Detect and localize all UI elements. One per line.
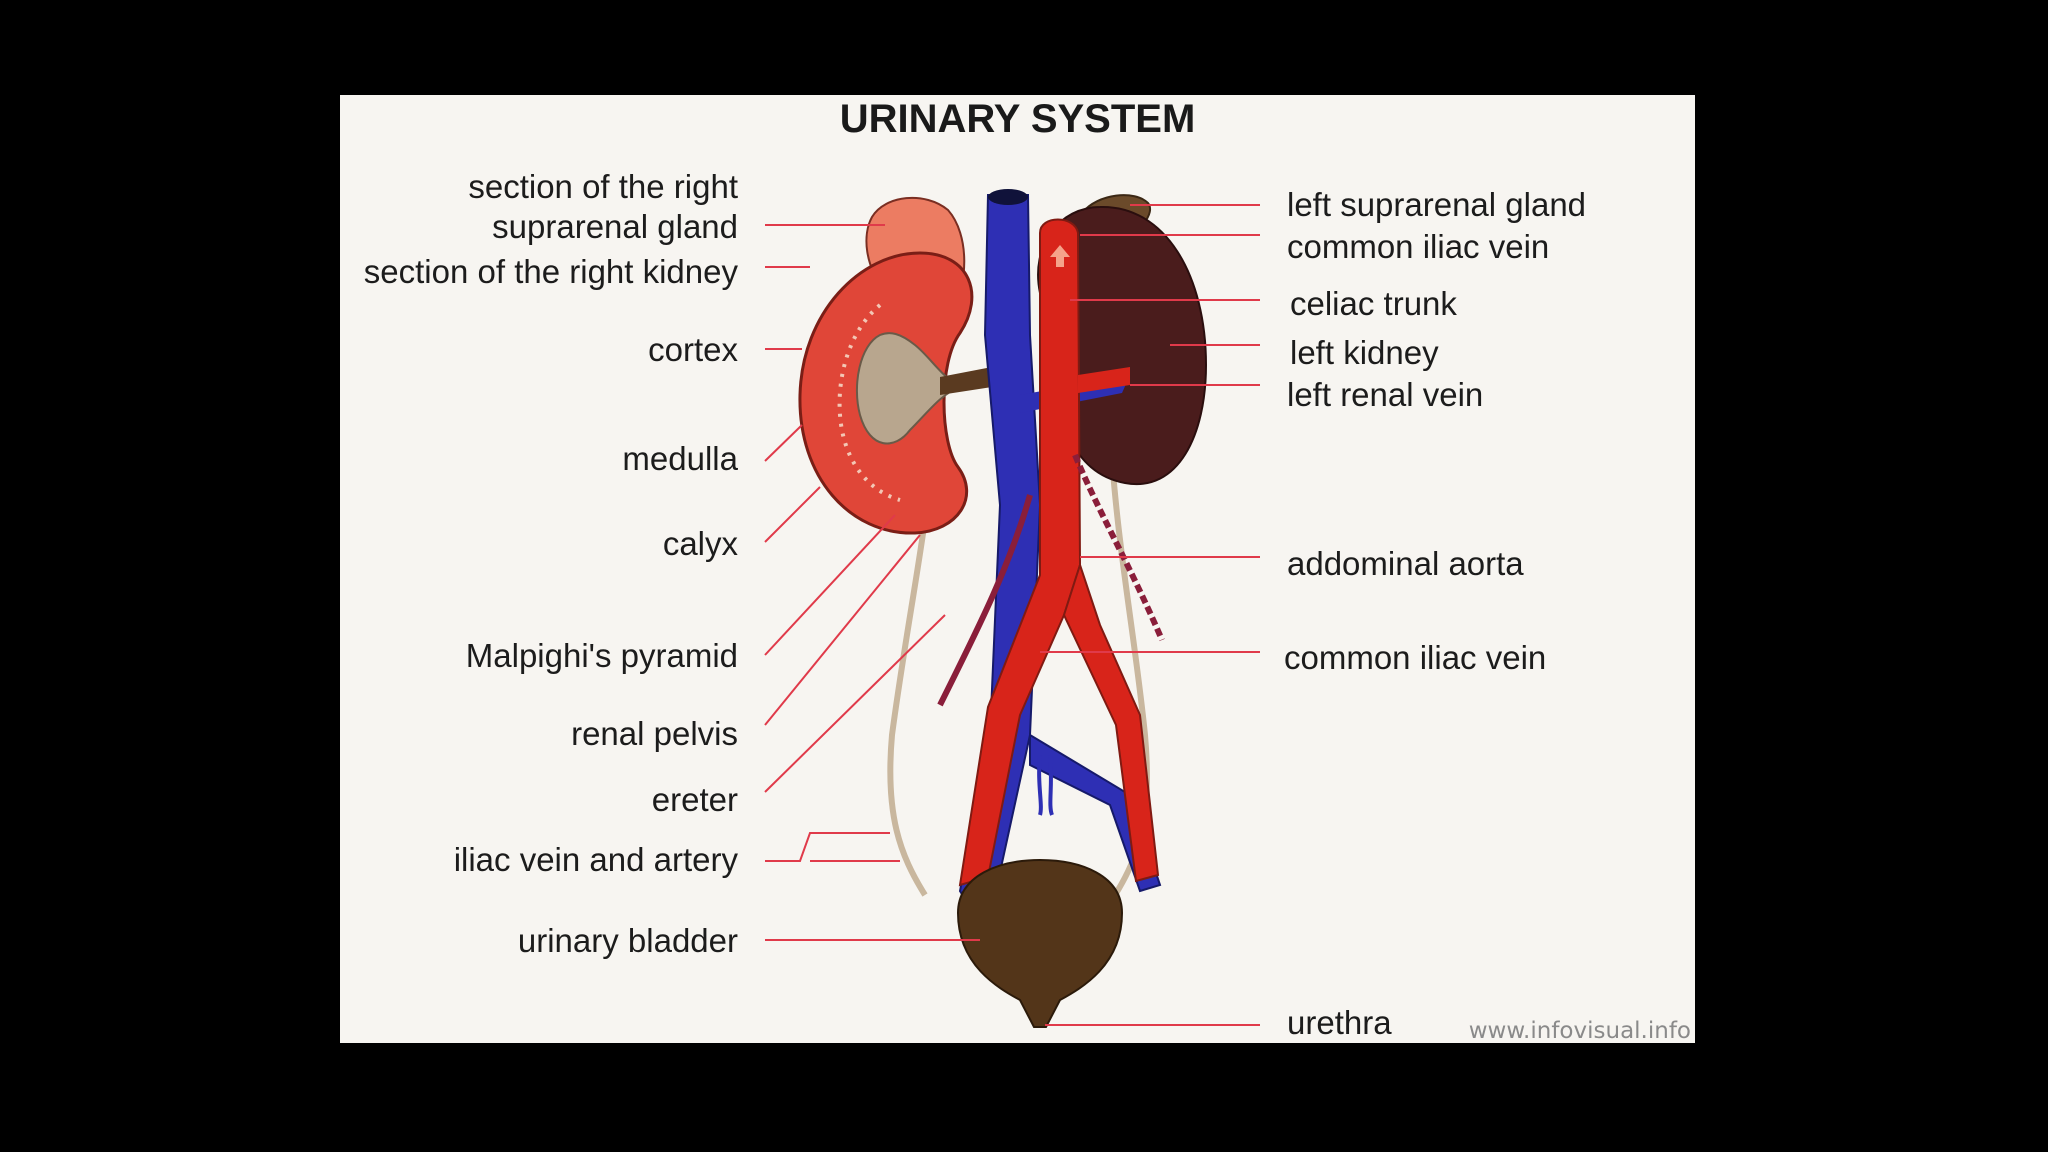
gonadal-vessel-left	[1072, 453, 1165, 642]
label-celiac-trunk: celiac trunk	[1290, 285, 1457, 322]
label-left-renal-vein: left renal vein	[1287, 376, 1484, 413]
leader-lines-right	[1040, 204, 1260, 1026]
label-malpighis-pyramid: Malpighi's pyramid	[465, 637, 738, 674]
renal-pelvis-shape	[856, 332, 963, 445]
label-cortex: cortex	[648, 331, 738, 368]
gonadal-vessel-right	[937, 494, 1033, 707]
label-left-suprarenal-gland: left suprarenal gland	[1287, 186, 1587, 223]
aorta-right-branch	[1062, 561, 1160, 883]
label-urethra: urethra	[1287, 1004, 1392, 1041]
celiac-trunk-stub	[1050, 245, 1070, 267]
urinary-bladder	[956, 858, 1124, 1028]
diagram-panel: URINARY SYSTEM section of the right supr…	[340, 95, 1695, 1043]
right-kidney-medulla	[837, 303, 901, 502]
diagram-title: URINARY SYSTEM	[839, 97, 1196, 141]
label-ereter: ereter	[651, 781, 738, 818]
label-right-suprarenal-gland-section: section of the right suprarenal gland	[468, 168, 738, 245]
urinary-system-illustration	[764, 189, 1260, 1028]
label-medulla: medulla	[622, 440, 738, 477]
watermark: www.infovisual.info	[1468, 1018, 1691, 1043]
leader-lines-left	[764, 224, 980, 941]
label-iliac-vein-and-artery: iliac vein and artery	[453, 841, 738, 878]
label-left-kidney: left kidney	[1290, 334, 1439, 371]
small-vessels-center	[1037, 754, 1054, 816]
abdominal-aorta	[958, 218, 1082, 887]
right-renal-vein-stub	[940, 367, 992, 395]
label-right-kidney-section: section of the right kidney	[363, 253, 738, 290]
label-urinary-bladder: urinary bladder	[517, 922, 738, 959]
label-common-iliac-vein-bottom: common iliac vein	[1284, 639, 1547, 676]
label-renal-pelvis: renal pelvis	[571, 715, 738, 752]
label-calyx: calyx	[662, 525, 738, 562]
left-renal-artery	[1078, 367, 1130, 393]
vena-cava-top	[988, 189, 1028, 205]
label-common-iliac-vein-top: common iliac vein	[1287, 228, 1550, 265]
label-addominal-aorta: addominal aorta	[1287, 545, 1524, 582]
